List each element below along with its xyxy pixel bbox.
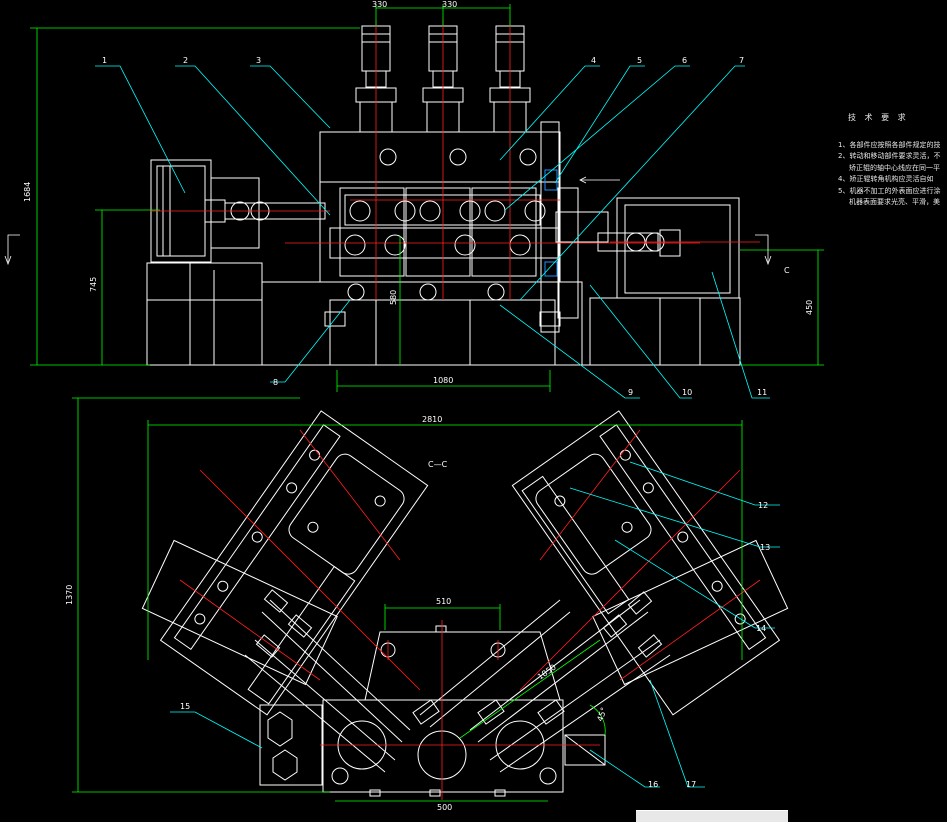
dim-330-left: 330 [372, 0, 387, 9]
top-labels: C—C 2810 1370 510 1850 45° 500 12 13 14 … [65, 415, 770, 812]
top-dimensions [72, 397, 743, 802]
notes-line-5: 5、机器不加工的外表面应进行涂 [838, 186, 941, 195]
notes-title: 技 术 要 求 [848, 113, 909, 122]
technical-notes: 技 术 要 求 1、各部件应按照各部件规定的技 2、转动和移动部件要求灵活，不 … [838, 112, 947, 209]
dim-1850: 1850 [536, 663, 558, 682]
top-centerlines [179, 429, 761, 800]
front-dimensions [30, 4, 824, 392]
dim-510: 510 [436, 597, 451, 606]
callout-1: 1 [102, 56, 107, 65]
dim-450: 450 [805, 300, 814, 315]
front-labels: 330 330 1684 745 580 1080 450 C 1 2 3 4 … [23, 0, 814, 397]
dim-1080: 1080 [433, 376, 453, 385]
callout-16: 16 [648, 780, 658, 789]
dim-angle: 45° [595, 706, 608, 722]
dim-1370: 1370 [65, 585, 74, 605]
section-title-cc: C—C [428, 460, 448, 469]
notes-line-6: 机器表面要求光亮、平滑，美 [849, 198, 940, 206]
dim-580: 580 [389, 290, 398, 305]
callout-3: 3 [256, 56, 261, 65]
dim-745: 745 [89, 277, 98, 292]
callout-9: 9 [628, 388, 633, 397]
notes-line-3: 矫正辊的轴中心线应在同一平 [849, 163, 940, 172]
front-view [146, 25, 741, 366]
callout-8: 8 [273, 378, 278, 387]
callout-2: 2 [183, 56, 188, 65]
callout-5: 5 [637, 56, 642, 65]
callout-13: 13 [760, 543, 770, 552]
callout-15: 15 [180, 702, 190, 711]
callout-10: 10 [682, 388, 692, 397]
section-mark-c: C [784, 266, 790, 275]
callout-6: 6 [682, 56, 687, 65]
notes-line-2: 2、转动和移动部件要求灵活，不 [838, 152, 941, 160]
callout-12: 12 [758, 501, 768, 510]
callout-17: 17 [686, 780, 696, 789]
front-leaders [95, 65, 770, 399]
callout-4: 4 [591, 56, 596, 65]
callout-7: 7 [739, 56, 744, 65]
dim-bottom: 500 [437, 803, 452, 812]
callout-11: 11 [757, 388, 767, 397]
top-view [141, 410, 789, 797]
dim-2810: 2810 [422, 415, 442, 424]
callout-14: 14 [756, 624, 766, 633]
dim-1684: 1684 [23, 182, 32, 202]
dim-330-right: 330 [442, 0, 457, 9]
section-arrows [4, 176, 772, 266]
top-leaders [170, 461, 780, 788]
notes-line-4: 4、矫正辊转角机构应灵活自如 [838, 175, 934, 183]
command-bar[interactable] [636, 810, 788, 822]
notes-line-1: 1、各部件应按照各部件规定的技 [838, 140, 941, 149]
front-centerlines [150, 20, 760, 300]
